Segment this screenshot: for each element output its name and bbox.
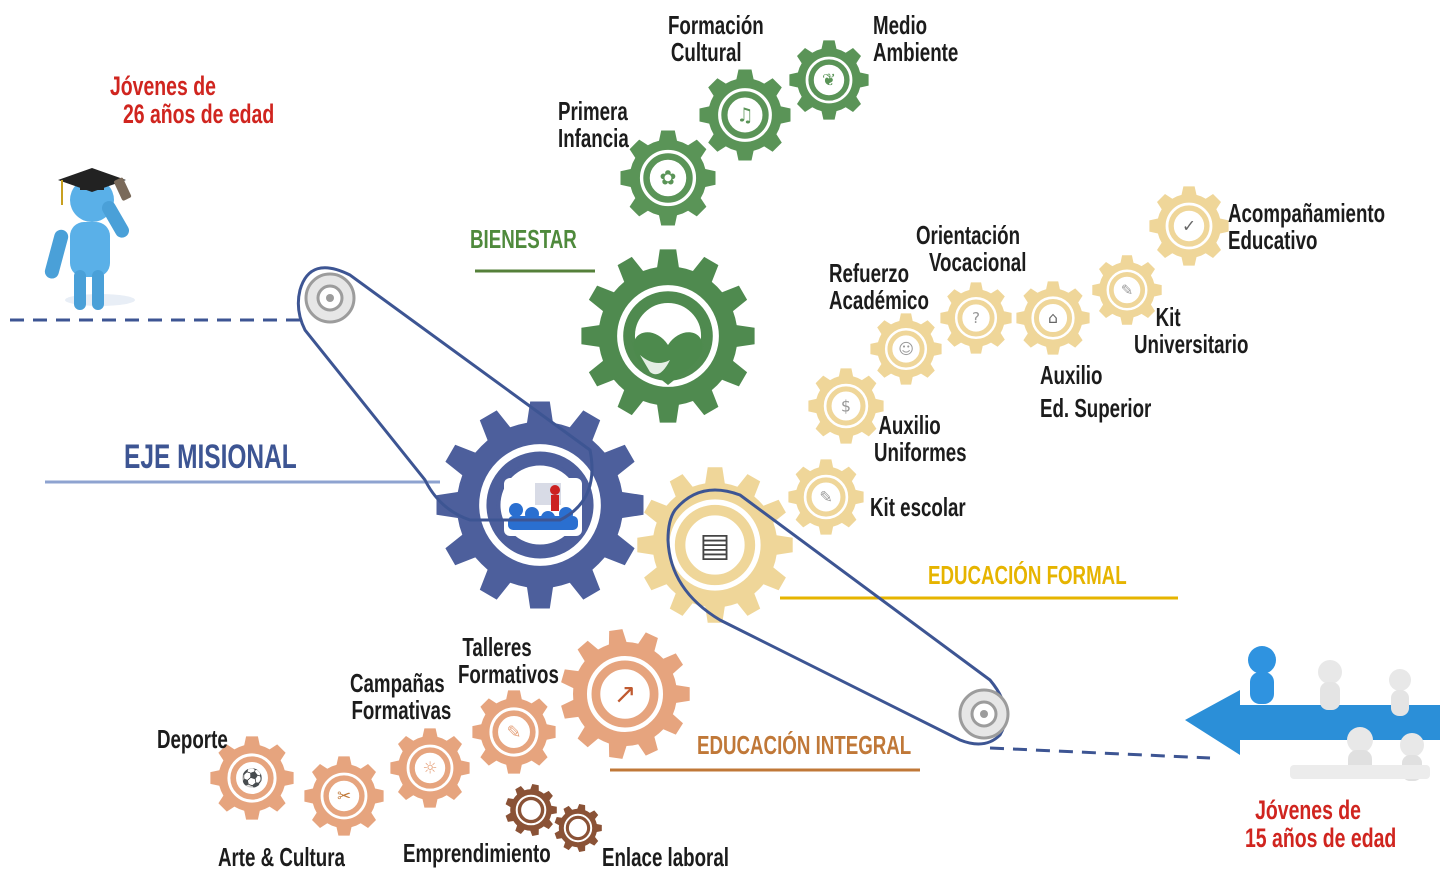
pencil-icon: ✎ <box>819 487 832 506</box>
runners-figure-icon <box>1185 646 1440 781</box>
bienestar-label: BIENESTAR <box>470 224 577 254</box>
gear-educacion-integral: ↗ <box>561 629 690 759</box>
question-icon: ? <box>972 309 980 327</box>
graduate-figure-icon <box>44 168 135 310</box>
checkmark-icon: ✓ <box>1182 216 1196 236</box>
baby-icon: ✿ <box>660 166 677 190</box>
gear-arte-cultura: ✂ <box>304 756 384 836</box>
notebook-icon: ✎ <box>1121 282 1133 299</box>
youth-26-line-2: 26 años de edad <box>122 99 275 130</box>
gear-auxilio-uniformes: $ <box>808 368 884 444</box>
arte-cultura-label: Arte & Cultura <box>218 842 345 872</box>
kit-escolar-label: Kit escolar <box>870 492 966 522</box>
ball-icon: ⚽ <box>240 768 263 789</box>
gear-talleres: ✎ <box>472 690 556 774</box>
formacion-cultural-line-2: Cultural <box>670 37 742 68</box>
medio-ambiente-line-2: Ambiente <box>873 37 959 68</box>
group-meeting-icon <box>504 478 582 536</box>
auxilio-uniformes-label: Auxilio Uniformes <box>874 410 967 468</box>
gear-kit-universitario: ✎ <box>1092 255 1162 325</box>
gear-auxilio-ed-superior: ⌂ <box>1016 281 1090 355</box>
kit-universitario-label: Kit Universitario <box>1134 302 1249 360</box>
refuerzo-academico-line-1: Refuerzo <box>829 258 910 288</box>
primera-infancia-line-1: Primera <box>558 96 628 126</box>
campanas-formativas-line-1: Campañas <box>350 668 445 698</box>
acompanamiento-educativo-label: Acompañamiento Educativo <box>1228 198 1386 256</box>
primera-infancia-label: Primera Infancia <box>558 96 629 154</box>
orientacion-vocacional-line-1: Orientación <box>916 220 1021 250</box>
acompanamiento-educativo-line-1: Acompañamiento <box>1228 198 1386 228</box>
art-icon: ✂ <box>337 786 351 806</box>
talleres-formativos-label: Talleres Formativos <box>458 632 559 690</box>
gear-emprendimiento <box>505 784 557 836</box>
gear-deporte: ⚽ <box>210 736 294 820</box>
gear-refuerzo-academico: ☺ <box>870 313 942 385</box>
pulley-left <box>304 272 356 324</box>
gear-bienestar <box>581 249 755 423</box>
youth-26-label: Jóvenes de 26 años de edad <box>110 72 274 129</box>
money-icon: $ <box>841 396 851 415</box>
enlace-laboral-label: Enlace laboral <box>602 842 729 872</box>
educacion-integral-label: EDUCACIÓN INTEGRAL <box>697 730 912 760</box>
auxilio-uniformes-line-1: Auxilio <box>878 410 941 440</box>
formacion-cultural-label: Formación Cultural <box>668 10 764 68</box>
talleres-formativos-line-2: Formativos <box>458 659 559 690</box>
primera-infancia-line-2: Infancia <box>558 123 629 154</box>
gear-medio-ambiente: ❦ <box>789 40 869 120</box>
brush-icon: ✎ <box>507 723 522 743</box>
talleres-formativos-line-1: Talleres <box>462 632 532 662</box>
medio-ambiente-line-1: Medio <box>873 10 928 40</box>
gear-formacion-cultural: ♫ <box>699 69 791 161</box>
campanas-formativas-line-2: Formativas <box>351 695 452 726</box>
formacion-cultural-line-1: Formación <box>668 10 764 40</box>
eje-misional-label: EJE MISIONAL <box>124 438 297 476</box>
campanas-formativas-label: Campañas Formativas <box>350 668 452 726</box>
auxilio-ed-superior-line-2: Ed. Superior <box>1040 393 1152 424</box>
growth-chart-icon: ↗ <box>614 679 637 710</box>
graduation-cap-icon: ⌂ <box>1048 309 1058 327</box>
gear-primera-infancia: ✿ <box>620 130 716 226</box>
youth-15-line-2: 15 años de edad <box>1245 823 1397 854</box>
gear-kit-escolar: ✎ <box>788 459 864 535</box>
belt-upper <box>296 266 594 522</box>
pulley-right <box>958 688 1010 740</box>
heart-hand-icon <box>633 332 703 385</box>
kit-universitario-line-2: Universitario <box>1134 329 1249 360</box>
youth-26-line-1: Jóvenes de <box>110 71 216 101</box>
deporte-label: Deporte <box>157 724 228 754</box>
orientacion-vocacional-line-2: Vocacional <box>928 247 1027 278</box>
orientacion-vocacional-label: Orientación Vocacional <box>916 220 1027 278</box>
gear-campanas: ☼ <box>390 728 470 808</box>
leaf-icon: ❦ <box>822 70 836 90</box>
youth-15-line-1: Jóvenes de <box>1255 795 1361 825</box>
medio-ambiente-label: Medio Ambiente <box>873 10 959 68</box>
youth-15-label: Jóvenes de 15 años de edad <box>1245 796 1396 853</box>
music-icon: ♫ <box>736 103 753 126</box>
auxilio-ed-superior-label: Auxilio Ed. Superior <box>1040 360 1152 424</box>
gear-acompanamiento: ✓ <box>1149 186 1229 266</box>
refuerzo-academico-label: Refuerzo Académico <box>829 258 929 316</box>
lightbulb-icon: ☼ <box>422 758 437 778</box>
books-icon: ▤ <box>700 526 731 564</box>
belt-lower <box>666 488 1008 746</box>
auxilio-ed-superior-line-1: Auxilio <box>1040 360 1103 390</box>
emprendimiento-label: Emprendimiento <box>403 838 551 868</box>
gear-orientacion-vocacional: ? <box>940 282 1012 354</box>
dashed-line-right <box>989 746 1211 760</box>
educacion-formal-label: EDUCACIÓN FORMAL <box>928 560 1127 590</box>
people-icon: ☺ <box>898 340 914 358</box>
kit-universitario-line-1: Kit <box>1155 302 1181 332</box>
auxilio-uniformes-line-2: Uniformes <box>874 437 967 468</box>
gear-enlace-laboral <box>554 804 602 852</box>
refuerzo-academico-line-2: Académico <box>829 285 929 316</box>
acompanamiento-educativo-line-2: Educativo <box>1228 225 1318 256</box>
